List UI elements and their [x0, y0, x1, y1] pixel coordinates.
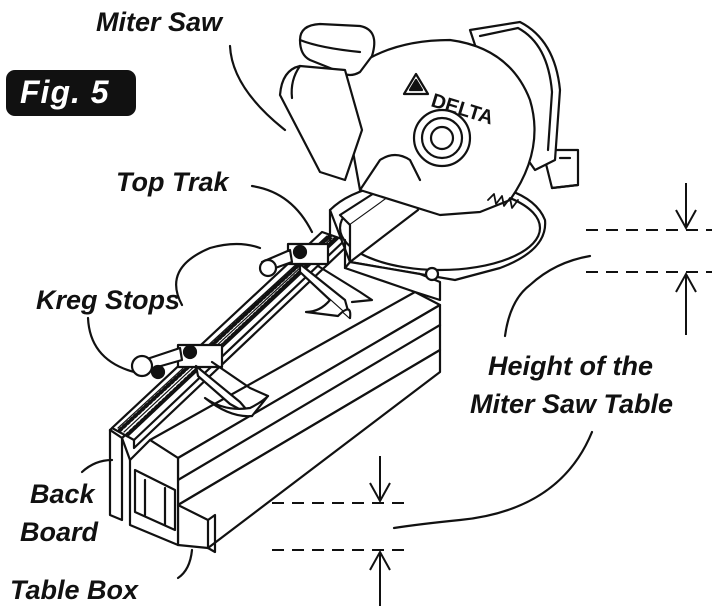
- label-board: Board: [20, 517, 99, 547]
- leader-table-box: [176, 548, 194, 580]
- label-miter-saw: Miter Saw: [96, 7, 223, 37]
- leader-miter-saw: [228, 44, 287, 132]
- label-top-trak: Top Trak: [116, 167, 229, 197]
- kreg-stop-lower-drawing: [130, 343, 270, 418]
- label-table-box: Table Box: [10, 575, 139, 605]
- figure-label: Fig. 5: [20, 74, 110, 110]
- leader-height-lower: [392, 430, 594, 530]
- label-height-line-1: Height of the: [488, 351, 653, 381]
- table-box-drawing: [128, 290, 442, 554]
- leader-height-upper: [503, 254, 592, 338]
- label-kreg-stops: Kreg Stops: [36, 285, 181, 315]
- arrow-up-upper: [675, 271, 697, 335]
- leader-top-trak: [250, 184, 314, 234]
- arrow-down-upper: [675, 183, 697, 231]
- label-height-line-2: Miter Saw Table: [470, 389, 674, 419]
- kreg-stop-upper-drawing: [258, 242, 374, 320]
- label-back: Back: [30, 479, 95, 509]
- leader-back-board: [80, 458, 114, 474]
- leader-kreg-upper: [175, 242, 262, 307]
- saw-head-drawing: [278, 20, 562, 217]
- figure-badge: Fig. 5: [6, 70, 136, 116]
- arrow-down-lower: [369, 456, 391, 504]
- leader-kreg-lower: [86, 316, 136, 374]
- arrow-up-lower: [369, 549, 391, 606]
